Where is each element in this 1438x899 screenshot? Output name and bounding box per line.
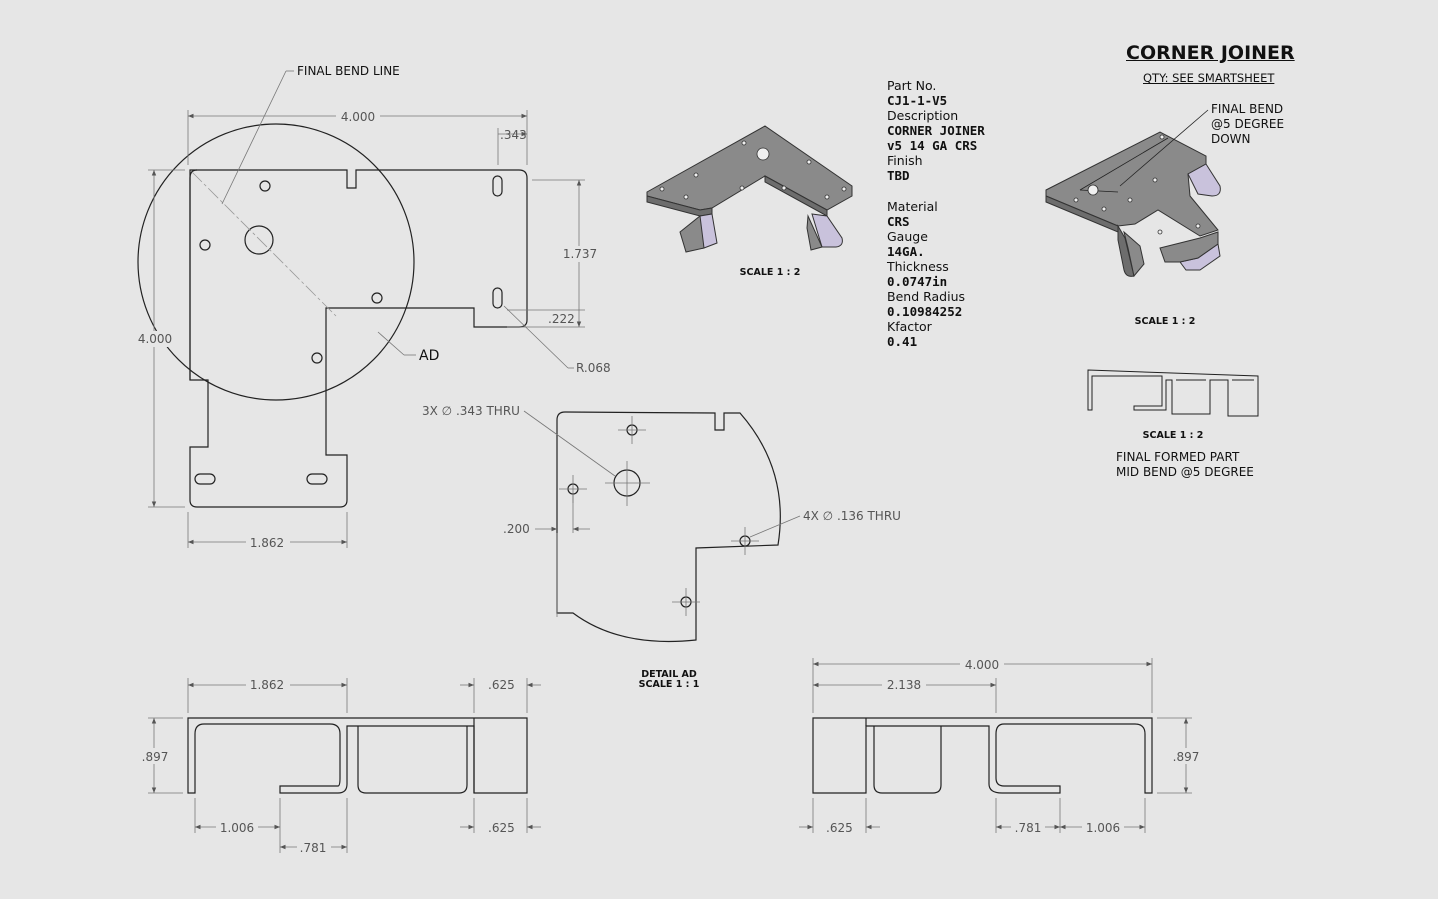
fr-dim-bottom-1: .781 <box>1015 821 1042 835</box>
front-view-left: 1.862 .625 .897 1.006 .781 .625 <box>138 677 541 855</box>
fl-dim-height: .897 <box>142 750 169 764</box>
drawing-title: CORNER JOINER <box>1126 42 1295 64</box>
dim-slot-bottom: .222 <box>548 312 575 326</box>
final-bend-note-2: @5 DEGREE <box>1211 117 1285 131</box>
fr-dim-height: .897 <box>1173 750 1200 764</box>
slot <box>492 175 503 197</box>
front-view-right: 4.000 2.138 .897 .625 .781 1.006 <box>799 656 1203 835</box>
qty-note: QTY: SEE SMARTSHEET <box>1143 71 1275 85</box>
finish-label: Finish <box>887 153 923 168</box>
detail-scale: SCALE 1 : 1 <box>639 679 700 690</box>
dim-radius: R.068 <box>576 361 611 375</box>
part-no-label: Part No. <box>887 78 937 93</box>
iso-view-2: SCALE 1 : 2 <box>1045 109 1221 327</box>
gauge-value: 14GA. <box>887 244 925 259</box>
final-bend-note: FINAL BEND @5 DEGREE DOWN <box>1211 102 1284 147</box>
small-hole <box>259 180 271 192</box>
flat-pattern-view: 4.000 .343 1.737 .222 R.068 4.000 1.862 … <box>136 64 611 550</box>
small-hole <box>199 239 211 251</box>
bend-line <box>191 171 337 317</box>
description-value-2: v5 14 GA CRS <box>887 138 978 153</box>
detail-callout: AD <box>419 348 439 364</box>
dim-slot-offset: .343 <box>500 128 527 142</box>
detail-ad-view: 3X ∅ .343 THRU 4X ∅ .136 THRU .200 DETAI… <box>422 404 901 690</box>
finish-value: TBD <box>887 168 910 183</box>
fl-dim-bottom-2: .781 <box>300 841 327 855</box>
iso1-plate <box>646 125 853 211</box>
bend-radius-label: Bend Radius <box>887 289 966 304</box>
detail-dim-offset: .200 <box>503 522 530 536</box>
iso2-scale: SCALE 1 : 2 <box>1135 316 1196 327</box>
formed-caption-2: MID BEND @5 DEGREE <box>1116 465 1254 479</box>
part-no-value: CJ1-1-V5 <box>887 93 948 108</box>
kfactor-value: 0.41 <box>887 334 918 349</box>
bend-radius-value: 0.10984252 <box>887 304 963 319</box>
detail-hole-large-callout: 3X ∅ .343 THRU <box>422 404 520 418</box>
dim-width: 4.000 <box>341 110 375 124</box>
fl-dim-bottom-1: 1.006 <box>220 821 254 835</box>
detail-label: DETAIL AD <box>641 669 697 680</box>
formed-scale: SCALE 1 : 2 <box>1143 430 1204 441</box>
detail-outline <box>556 411 781 643</box>
large-hole <box>244 225 274 255</box>
fl-dim-right-bottom: .625 <box>488 821 515 835</box>
formed-side-view: SCALE 1 : 2 <box>1087 369 1259 441</box>
final-bend-note-3: DOWN <box>1211 132 1251 146</box>
final-bend-note-1: FINAL BEND <box>1211 102 1284 116</box>
kfactor-label: Kfactor <box>887 319 932 334</box>
fr-dim-top: 2.138 <box>887 678 921 692</box>
iso2-plate <box>1045 131 1219 237</box>
fr-dim-left-bottom: .625 <box>826 821 853 835</box>
slot <box>492 287 503 309</box>
fl-dim-top: 1.862 <box>250 678 284 692</box>
thickness-label: Thickness <box>887 259 949 274</box>
gauge-label: Gauge <box>887 229 928 244</box>
dim-height: 4.000 <box>138 332 172 346</box>
formed-caption-1: FINAL FORMED PART <box>1116 450 1240 464</box>
flat-outline <box>189 169 528 508</box>
iso-view-1: SCALE 1 : 2 <box>646 125 853 278</box>
dim-slot-span: 1.737 <box>563 247 597 261</box>
fr-dim-bottom-2: 1.006 <box>1086 821 1120 835</box>
iso1-scale: SCALE 1 : 2 <box>740 267 801 278</box>
thickness-value: 0.0747in <box>887 274 948 289</box>
flat-fold-corner <box>189 169 198 380</box>
material-label: Material <box>887 199 938 214</box>
formed-caption: FINAL FORMED PART MID BEND @5 DEGREE <box>1116 450 1254 480</box>
description-value-1: CORNER JOINER <box>887 123 985 138</box>
small-hole <box>371 292 383 304</box>
detail-circle <box>137 123 415 401</box>
slot <box>306 473 328 485</box>
detail-hole-small-callout: 4X ∅ .136 THRU <box>803 509 901 523</box>
dim-tab-width: 1.862 <box>250 536 284 550</box>
fl-dim-right-top: .625 <box>488 678 515 692</box>
fr-dim-overall: 4.000 <box>965 658 999 672</box>
small-hole <box>311 352 323 364</box>
description-label: Description <box>887 108 959 123</box>
slot <box>194 473 216 485</box>
material-value: CRS <box>887 214 910 229</box>
properties-block: Part No. CJ1-1-V5 Description CORNER JOI… <box>887 78 1037 349</box>
final-bend-line-label: FINAL BEND LINE <box>297 64 400 78</box>
